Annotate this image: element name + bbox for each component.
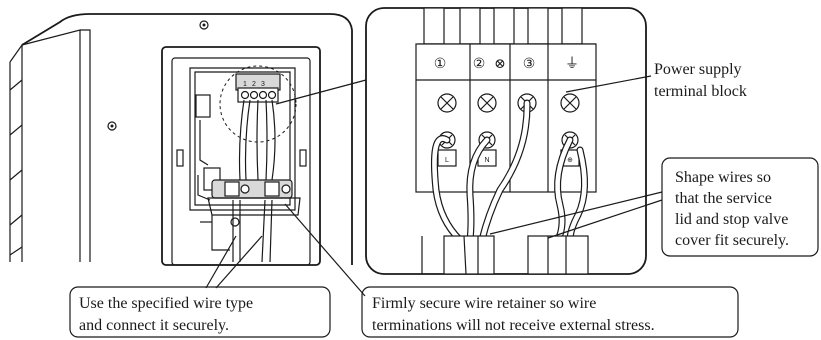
terminal-number-earth: ⏚ bbox=[565, 56, 579, 72]
wire-type-line-2: and connect it securely. bbox=[79, 317, 229, 334]
terminal-number-1: ① bbox=[434, 57, 447, 72]
wire-mark-earth: ⊕ bbox=[567, 157, 573, 164]
shape-wires-line-4: cover fit securely. bbox=[675, 232, 789, 249]
small-terminal-number-3: 3 bbox=[261, 81, 265, 88]
leader-shape-wires-2 bbox=[547, 199, 663, 239]
outdoor-unit-illustration: 1 2 3 bbox=[9, 13, 367, 266]
terminal-number-2: ② bbox=[473, 57, 486, 72]
terminal-screws-upper bbox=[437, 93, 580, 113]
shape-wires-line-3: lid and stop valve bbox=[675, 211, 788, 228]
wire-type-line-1: Use the specified wire type bbox=[79, 295, 253, 312]
terminal-number-3: ③ bbox=[523, 57, 536, 72]
terminal-top-tabs bbox=[418, 7, 596, 45]
leader-power-supply bbox=[565, 75, 652, 93]
power-supply-line-1: Power supply bbox=[654, 61, 742, 78]
wire-retainer-line-2: terminations will not receive external s… bbox=[372, 317, 655, 334]
terminal-block-zoom: ① ② ⊗ ③ ⏚ L N ⊕ bbox=[365, 7, 647, 275]
wires bbox=[430, 99, 589, 244]
wire-mark-n: N bbox=[484, 157, 489, 164]
callout-power-supply: Power supply terminal block bbox=[654, 61, 747, 100]
leader-shape-wires-1 bbox=[489, 191, 663, 235]
terminal-number-x: ⊗ bbox=[494, 57, 506, 72]
leader-wire-type-1 bbox=[205, 235, 237, 289]
shape-wires-line-2: that the service bbox=[675, 190, 772, 207]
power-supply-line-2: terminal block bbox=[654, 83, 747, 100]
callout-wire-type: Use the specified wire type and connect … bbox=[69, 286, 331, 338]
small-terminal-number-1: 1 bbox=[243, 81, 247, 88]
wire-mark-l: L bbox=[445, 157, 449, 164]
leader-wire-type-2 bbox=[215, 235, 263, 289]
callout-shape-wires: Shape wires so that the service lid and … bbox=[661, 157, 819, 257]
leader-retainer bbox=[284, 203, 366, 297]
callout-wire-retainer: Firmly secure wire retainer so wire term… bbox=[361, 286, 739, 338]
wire-retainer-line-1: Firmly secure wire retainer so wire bbox=[372, 295, 596, 312]
magnify-circle bbox=[219, 65, 297, 143]
small-terminal-number-2: 2 bbox=[252, 81, 256, 88]
shape-wires-line-1: Shape wires so bbox=[675, 169, 771, 186]
